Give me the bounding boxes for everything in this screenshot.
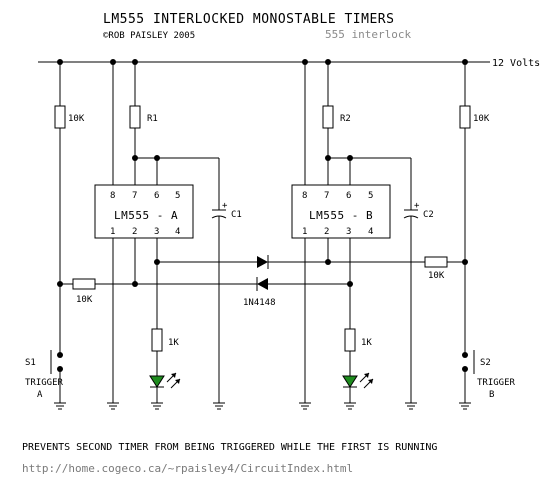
- ic-b: 8 7 6 5 LM555 - B 1 2 3 4: [291, 184, 391, 239]
- left-coupling-branch: [60, 278, 257, 290]
- led-a: [149, 372, 181, 410]
- ic-a-label: LM555 - A: [114, 209, 178, 222]
- ic-b-pin-7: 7: [324, 191, 329, 201]
- label-diode: 1N4148: [243, 298, 276, 308]
- ic-b-pin-3: 3: [346, 227, 351, 237]
- ic-b-pin-2: 2: [324, 227, 329, 237]
- left-trigger-branch: [50, 62, 66, 410]
- caption-text: PREVENTS SECOND TIMER FROM BEING TRIGGER…: [22, 442, 437, 453]
- label-10k-mid-left: 10K: [76, 295, 93, 305]
- label-trigger-a: TRIGGER: [25, 378, 64, 388]
- label-r2: R2: [340, 114, 351, 124]
- ic-b-wiring: [299, 62, 419, 410]
- resistor-1k-a: [151, 328, 163, 352]
- resistor-10k-mid-right: [424, 256, 448, 268]
- subtitle-text: 555 interlock: [325, 28, 411, 41]
- resistor-r2: [322, 105, 334, 129]
- ic-a-pin-5: 5: [175, 191, 180, 201]
- ic-b-label: LM555 - B: [309, 209, 373, 222]
- ic-b-pin-1: 1: [302, 227, 307, 237]
- label-10k-mid-right: 10K: [428, 271, 445, 281]
- label-s2: S2: [480, 358, 491, 368]
- ic-a: 8 7 6 5 LM555 - A 1 2 3 4: [94, 184, 194, 239]
- ic-a-wiring: [107, 62, 257, 410]
- ic-a-pin-2: 2: [132, 227, 137, 237]
- resistor-10k-mid-left: [72, 278, 96, 290]
- label-trigger-b: TRIGGER: [477, 378, 516, 388]
- label-r1: R1: [147, 114, 158, 124]
- resistor-1k-b: [344, 328, 356, 352]
- ic-a-pin-8: 8: [110, 191, 115, 201]
- right-trigger-branch: [459, 62, 475, 410]
- ic-a-pin-6: 6: [154, 191, 159, 201]
- ic-b-pin-8: 8: [302, 191, 307, 201]
- supply-label: 12 Volts: [492, 58, 540, 69]
- label-1k-b: 1K: [361, 338, 372, 348]
- label-trigger-a-letter: A: [37, 390, 43, 400]
- diode-lower: [256, 277, 353, 291]
- label-s1: S1: [25, 358, 36, 368]
- led-b: [342, 372, 374, 410]
- ic-b-pin-6: 6: [346, 191, 351, 201]
- ic-b-pin-5: 5: [368, 191, 373, 201]
- label-c2-plus: +: [414, 201, 420, 211]
- resistor-r1: [129, 105, 141, 129]
- label-10k-right: 10K: [473, 114, 490, 124]
- diagram-title: LM555 INTERLOCKED MONOSTABLE TIMERS: [103, 12, 394, 27]
- url-text[interactable]: http://home.cogeco.ca/~rpaisley4/Circuit…: [22, 462, 353, 475]
- diode-upper: [257, 255, 468, 269]
- resistor-10k-right: [459, 105, 471, 129]
- ic-b-pin-4: 4: [368, 227, 373, 237]
- label-10k-left: 10K: [68, 114, 85, 124]
- label-c2: C2: [423, 210, 434, 220]
- resistor-10k-left: [54, 105, 66, 129]
- label-c1-plus: +: [222, 201, 228, 211]
- ic-a-pin-1: 1: [110, 227, 115, 237]
- ic-a-pin-7: 7: [132, 191, 137, 201]
- label-1k-a: 1K: [168, 338, 179, 348]
- label-c1: C1: [231, 210, 242, 220]
- label-trigger-b-letter: B: [489, 390, 494, 400]
- copyright-text: ©ROB PAISLEY 2005: [103, 31, 195, 41]
- ic-a-pin-3: 3: [154, 227, 159, 237]
- ic-a-pin-4: 4: [175, 227, 180, 237]
